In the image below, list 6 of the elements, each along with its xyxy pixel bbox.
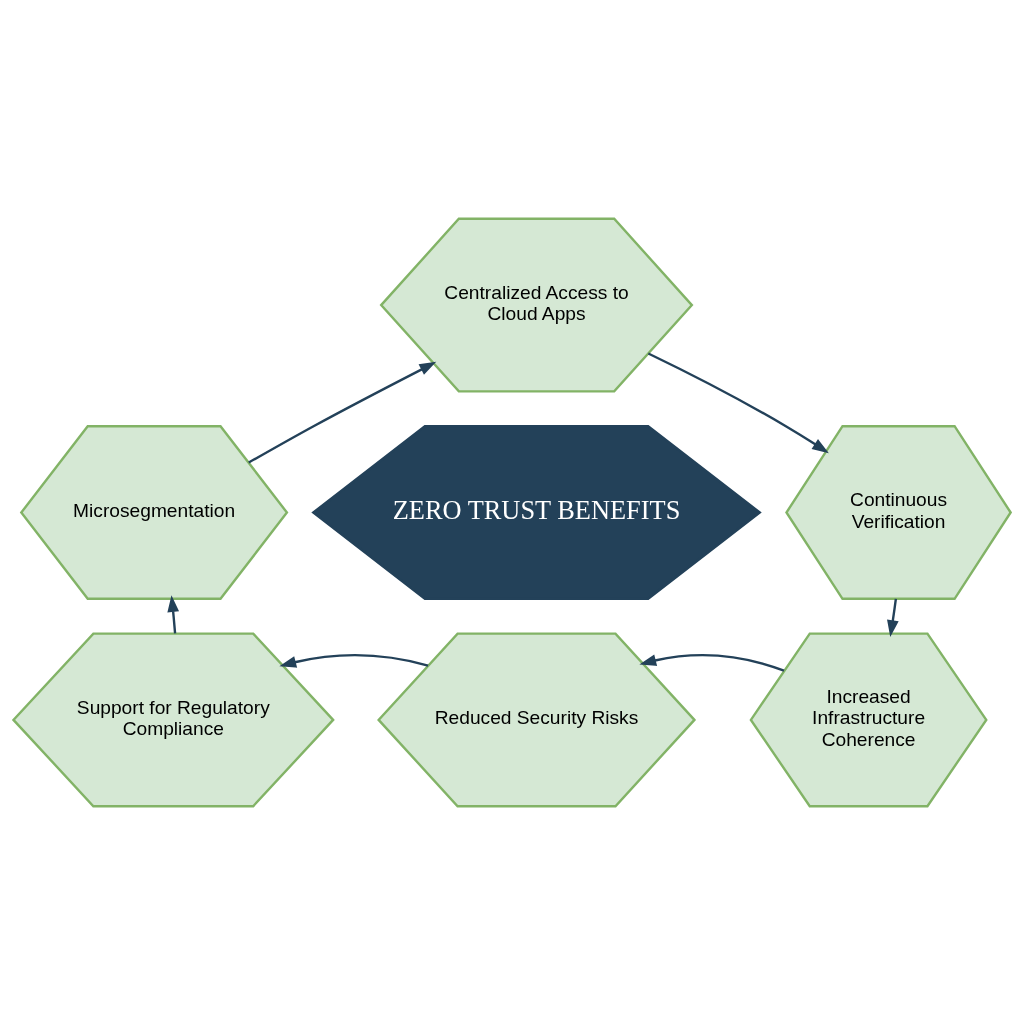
arrow bbox=[248, 361, 437, 464]
arrow bbox=[887, 598, 899, 637]
arrow bbox=[167, 594, 180, 634]
arrow bbox=[639, 653, 785, 672]
arrow bbox=[647, 351, 829, 453]
arrow bbox=[279, 653, 429, 668]
